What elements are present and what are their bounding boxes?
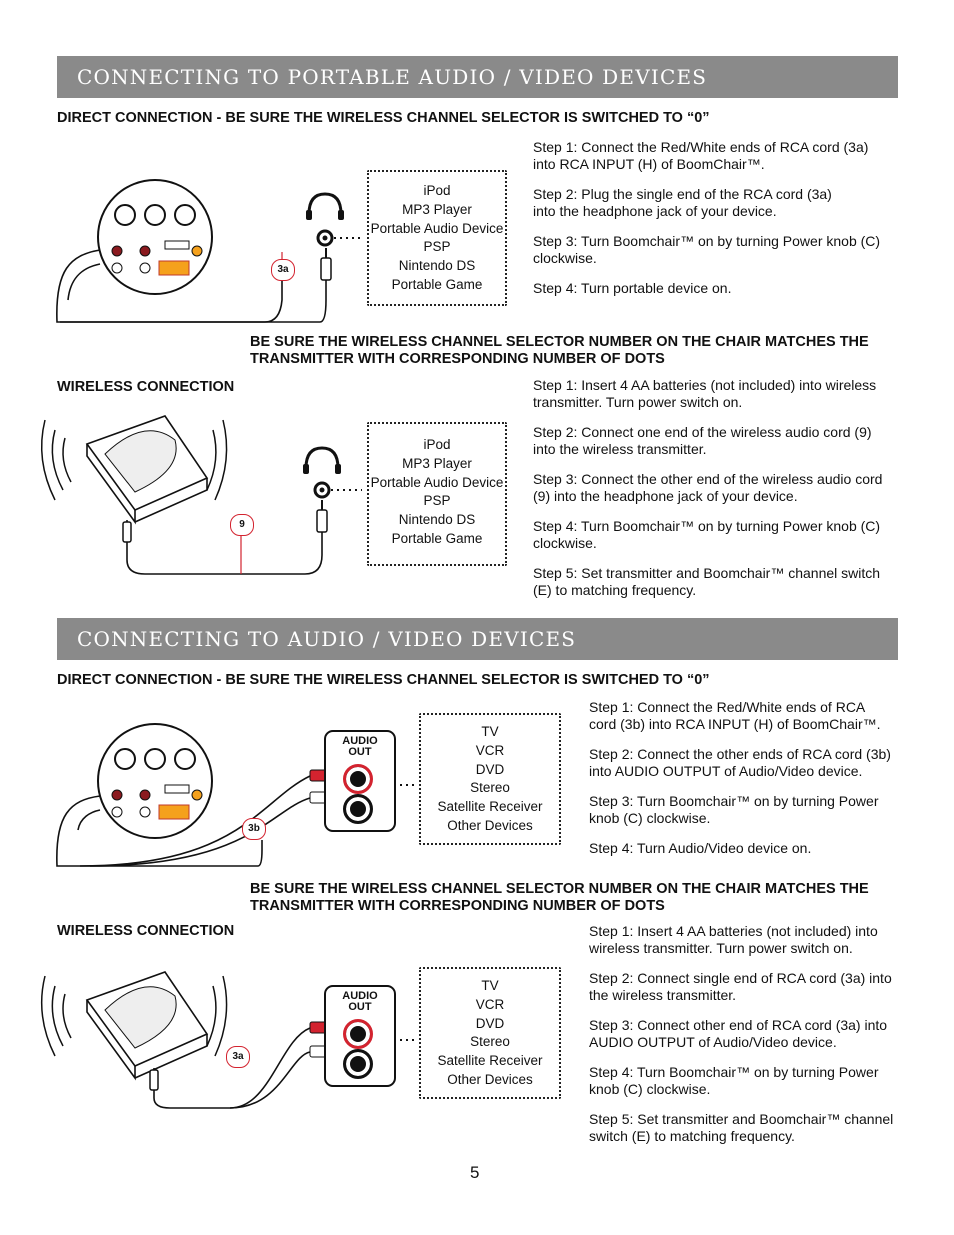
white-jack-icon	[343, 1049, 373, 1079]
device-item: VCR	[475, 742, 505, 758]
audio-out-panel: AUDIO OUT	[324, 730, 396, 832]
portable-device-list: iPod MP3 Player Portable Audio Device PS…	[367, 422, 507, 566]
step-text: Step 2: Connect the other ends of RCA co…	[589, 746, 891, 779]
device-item: Stereo	[470, 1034, 510, 1050]
headphone-icon	[303, 446, 341, 474]
cord-label-3a: 3a	[271, 259, 295, 281]
direct-steps: Step 1: Connect the Red/White ends of RC…	[589, 699, 909, 871]
direct-steps: Step 1: Connect the Red/White ends of RC…	[533, 139, 903, 311]
av-device-list: TV VCR DVD Stereo Satellite Receiver Oth…	[419, 967, 561, 1099]
direct-connection-heading: DIRECT CONNECTION - BE SURE THE WIRELESS…	[57, 672, 710, 688]
device-item: VCR	[475, 996, 505, 1012]
device-item: Nintendo DS	[398, 512, 476, 528]
cord-label-9: 9	[230, 514, 254, 536]
direct-connection-heading: DIRECT CONNECTION - BE SURE THE WIRELESS…	[57, 110, 710, 126]
step-text: Step 3: Connect the other end of the wir…	[533, 471, 883, 504]
device-item: Other Devices	[447, 817, 533, 833]
device-item: Portable Audio Device	[370, 474, 504, 490]
channel-note-line: BE SURE THE WIRELESS CHANNEL SELECTOR NU…	[250, 334, 869, 350]
section-title: CONNECTING TO AUDIO / VIDEO DEVICES	[77, 627, 577, 651]
portable-device-list: iPod MP3 Player Portable Audio Device PS…	[367, 170, 507, 306]
step-text: Step 1: Connect the Red/White ends of RC…	[533, 139, 869, 172]
cord-label-3b: 3b	[242, 818, 266, 840]
device-item: Other Devices	[447, 1071, 533, 1087]
channel-note-line: TRANSMITTER WITH CORRESPONDING NUMBER OF…	[250, 898, 665, 914]
step-text: Step 4: Turn portable device on.	[533, 280, 732, 296]
audio-out-panel: AUDIO OUT	[324, 985, 396, 1087]
device-item: TV	[481, 978, 499, 993]
device-item: Satellite Receiver	[437, 799, 543, 815]
device-item: Portable Audio Device	[370, 220, 504, 236]
device-item: Satellite Receiver	[437, 1053, 543, 1069]
device-item: MP3 Player	[402, 201, 472, 217]
section-banner-portable: CONNECTING TO PORTABLE AUDIO / VIDEO DEV…	[57, 56, 898, 98]
device-item: iPod	[423, 183, 451, 198]
wireless-steps: Step 1: Insert 4 AA batteries (not inclu…	[589, 923, 909, 1158]
step-text: Step 3: Turn Boomchair™ on by turning Po…	[589, 793, 879, 826]
device-item: TV	[481, 724, 499, 739]
control-panel-graphic	[97, 179, 213, 295]
step-text: Step 2: Connect single end of RCA cord (…	[589, 970, 892, 1003]
transmitter-graphic	[40, 971, 228, 1081]
page-number: 5	[470, 1163, 480, 1182]
control-panel-graphic	[97, 723, 213, 839]
device-item: PSP	[423, 239, 451, 255]
device-item: MP3 Player	[402, 455, 472, 471]
wireless-connection-heading: WIRELESS CONNECTION	[57, 923, 235, 939]
step-text: Step 4: Turn Boomchair™ on by turning Po…	[533, 518, 881, 551]
device-item: Nintendo DS	[398, 258, 476, 274]
device-item: Stereo	[470, 780, 510, 796]
transmitter-graphic	[40, 415, 228, 525]
cord-label-3a: 3a	[226, 1046, 250, 1068]
step-text: Step 5: Set transmitter and Boomchair™ c…	[533, 565, 881, 598]
step-text: Step 1: Insert 4 AA batteries (not inclu…	[589, 923, 878, 956]
step-text: Step 4: Turn Boomchair™ on by turning Po…	[589, 1064, 879, 1097]
step-text: Step 3: Connect other end of RCA cord (3…	[589, 1017, 888, 1050]
headphone-icon	[306, 192, 344, 220]
step-text: Step 2: Connect one end of the wireless …	[533, 424, 872, 457]
device-item: iPod	[423, 437, 451, 452]
step-text: Step 2: Plug the single end of the RCA c…	[533, 186, 832, 219]
channel-note: BE SURE THE WIRELESS CHANNEL SELECTOR NU…	[250, 334, 869, 368]
section-banner-av: CONNECTING TO AUDIO / VIDEO DEVICES	[57, 618, 898, 660]
device-item: DVD	[475, 1015, 505, 1031]
channel-note-line: TRANSMITTER WITH CORRESPONDING NUMBER OF…	[250, 351, 665, 367]
white-jack-icon	[343, 794, 373, 824]
step-text: Step 1: Connect the Red/White ends of RC…	[589, 699, 881, 732]
av-device-list: TV VCR DVD Stereo Satellite Receiver Oth…	[419, 713, 561, 845]
wireless-connection-heading: WIRELESS CONNECTION	[57, 379, 235, 395]
audio-out-label: AUDIO OUT	[342, 990, 378, 1013]
wireless-steps: Step 1: Insert 4 AA batteries (not inclu…	[533, 377, 903, 612]
audio-out-label: AUDIO OUT	[342, 735, 378, 758]
channel-note: BE SURE THE WIRELESS CHANNEL SELECTOR NU…	[250, 881, 869, 915]
step-text: Step 1: Insert 4 AA batteries (not inclu…	[533, 377, 877, 410]
device-item: PSP	[423, 493, 451, 509]
section-title: CONNECTING TO PORTABLE AUDIO / VIDEO DEV…	[77, 65, 708, 89]
step-text: Step 5: Set transmitter and Boomchair™ c…	[589, 1111, 894, 1144]
step-text: Step 3: Turn Boomchair™ on by turning Po…	[533, 233, 881, 266]
device-item: DVD	[475, 761, 505, 777]
channel-note-line: BE SURE THE WIRELESS CHANNEL SELECTOR NU…	[250, 881, 869, 897]
device-item: Portable Game	[391, 530, 483, 546]
device-item: Portable Game	[391, 276, 483, 292]
red-jack-icon	[343, 764, 373, 794]
red-jack-icon	[343, 1019, 373, 1049]
step-text: Step 4: Turn Audio/Video device on.	[589, 840, 812, 856]
